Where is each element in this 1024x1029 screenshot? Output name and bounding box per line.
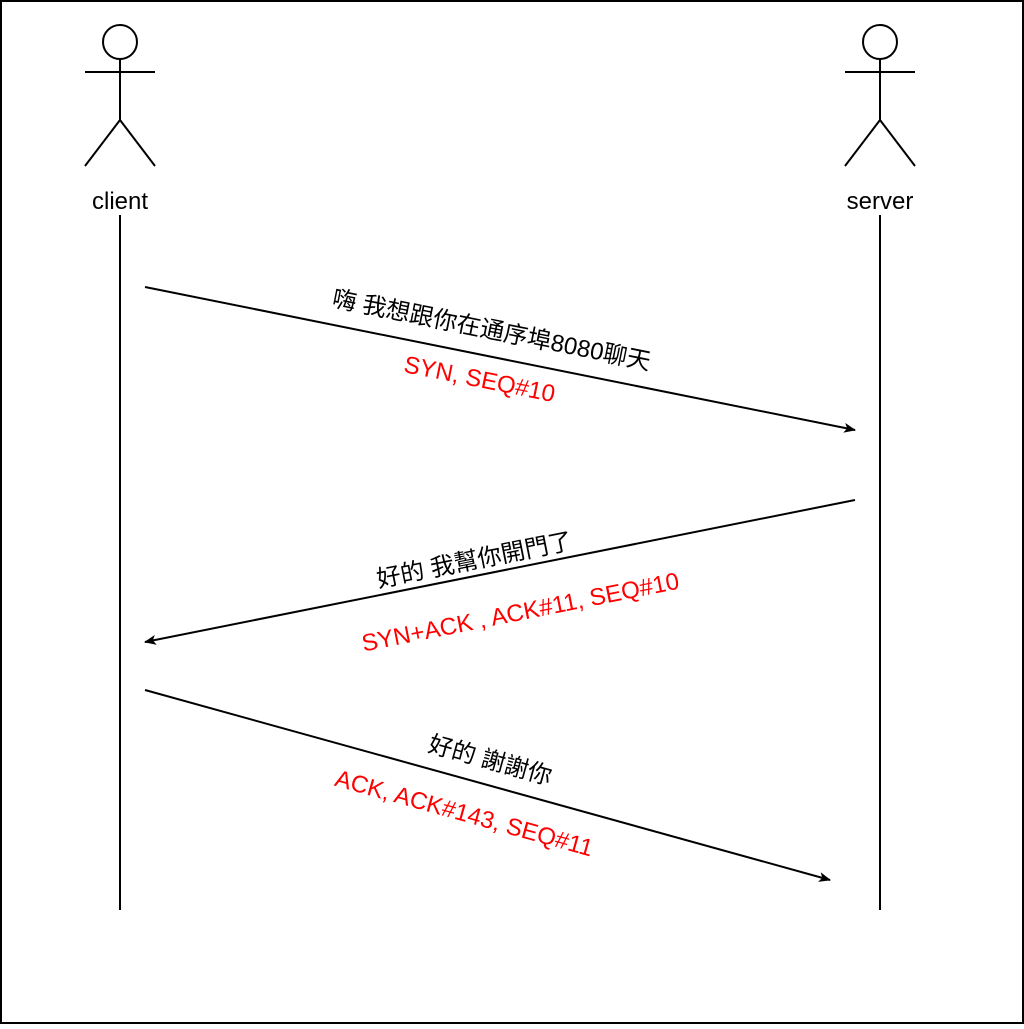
actor-client: client xyxy=(84,24,156,910)
actor-label-server: server xyxy=(847,188,914,215)
stick-figure-icon xyxy=(844,24,916,167)
stick-figure-icon xyxy=(84,24,156,167)
actor-label-client: client xyxy=(92,188,148,215)
message-arrow xyxy=(144,689,831,882)
message-arrow xyxy=(144,499,856,645)
message-arrow xyxy=(144,286,856,433)
actor-server: server xyxy=(844,24,916,910)
